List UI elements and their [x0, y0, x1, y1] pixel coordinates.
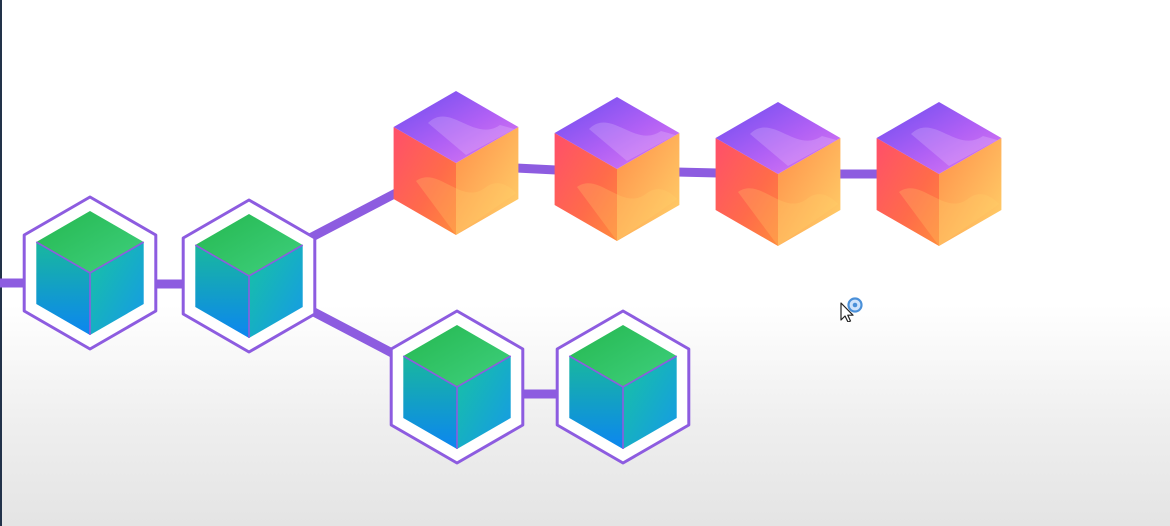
cube-top-face: [393, 91, 519, 163]
cube-highlight: [899, 188, 1000, 246]
orange-block-2: [554, 97, 680, 241]
cube-top-face: [715, 102, 841, 174]
fork-block-2: [555, 309, 691, 465]
chain-links: [0, 163, 880, 399]
mouse-pointer-icon: [840, 302, 854, 323]
click-indicator-icon: [847, 297, 863, 313]
mouse-cursor: [838, 296, 864, 323]
cube-top-face: [876, 102, 1002, 174]
link-main-2-fork-1: [307, 306, 397, 358]
cube-highlight: [589, 122, 676, 161]
orange-cube-group: [393, 91, 1002, 246]
cube-highlight: [428, 116, 515, 155]
fork-block-1: [389, 309, 525, 465]
link-orange-1-2: [515, 163, 557, 175]
orange-block-4: [876, 102, 1002, 246]
cube-highlight: [750, 127, 837, 166]
cube-highlight: [416, 177, 517, 235]
cube-left-face: [876, 138, 939, 246]
cube-right-face: [617, 133, 680, 241]
orange-block-1: [393, 91, 519, 235]
cube-highlight: [738, 188, 839, 246]
link-main-2-orange-1: [307, 188, 401, 242]
green-cube-group: [22, 195, 691, 465]
cube-left-face: [569, 356, 623, 449]
cube-left-face: [715, 138, 778, 246]
cube-right-face: [249, 245, 303, 338]
cube-highlight: [911, 127, 998, 166]
cube-left-face: [554, 133, 617, 241]
orange-block-3: [715, 102, 841, 246]
cube-highlight: [577, 183, 678, 241]
cube-right-face: [939, 138, 1002, 246]
cube-right-face: [778, 138, 841, 246]
main-chain-block-2: [181, 198, 317, 354]
cube-top-face: [554, 97, 680, 169]
link-orange-2-3: [675, 167, 719, 178]
cube-left-face: [393, 127, 456, 235]
cube-right-face: [457, 356, 511, 449]
main-chain-block-1: [22, 195, 158, 351]
cube-right-face: [623, 356, 677, 449]
window-edge: [0, 0, 2, 526]
cube-left-face: [403, 356, 457, 449]
